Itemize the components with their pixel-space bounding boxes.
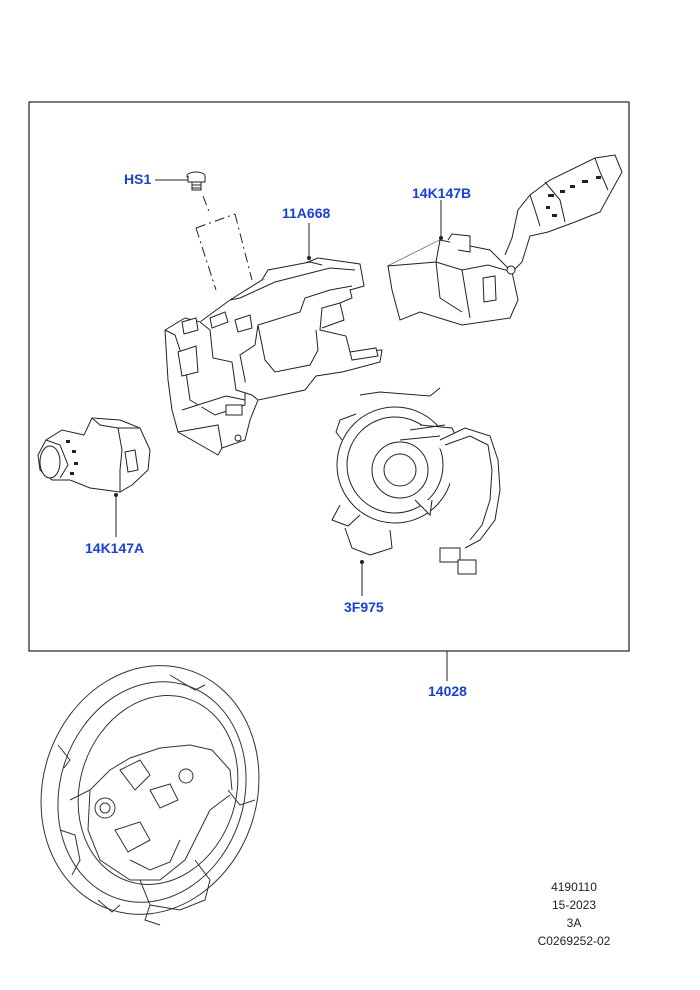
callout-14k147a: 14K147A — [85, 540, 145, 556]
leader-dot-3f975 — [360, 560, 364, 564]
screw-axis-dashes — [195, 195, 253, 291]
steering-wheel — [40, 665, 260, 926]
footer-ref-line4: C0269252-02 — [537, 934, 611, 948]
footer-ref-line1: 4190110 — [551, 880, 597, 894]
leader-dot-14k147b — [439, 236, 443, 240]
assembly-frame — [28, 101, 630, 652]
callout-14028: 14028 — [428, 683, 467, 699]
switch-14k147a — [37, 417, 151, 493]
callout-11a668: 11A668 — [282, 205, 331, 221]
switch-14k147a-marks — [66, 440, 78, 475]
callout-3f975: 3F975 — [344, 599, 384, 615]
callout-14k147b: 14K147B — [412, 185, 472, 201]
leader-dot-11a668 — [307, 256, 311, 260]
callout-hs1: HS1 — [124, 171, 152, 187]
footer-ref-line2: 15-2023 — [551, 898, 597, 912]
footer-ref-line3: 3A — [566, 916, 582, 930]
switch-14k147b-marks — [546, 176, 601, 217]
clockspring-3f975 — [331, 387, 501, 575]
switch-14k147b — [387, 154, 623, 326]
leader-dot-14k147a — [114, 493, 118, 497]
screw-hs1 — [186, 171, 206, 191]
shroud-11a668 — [164, 257, 383, 456]
